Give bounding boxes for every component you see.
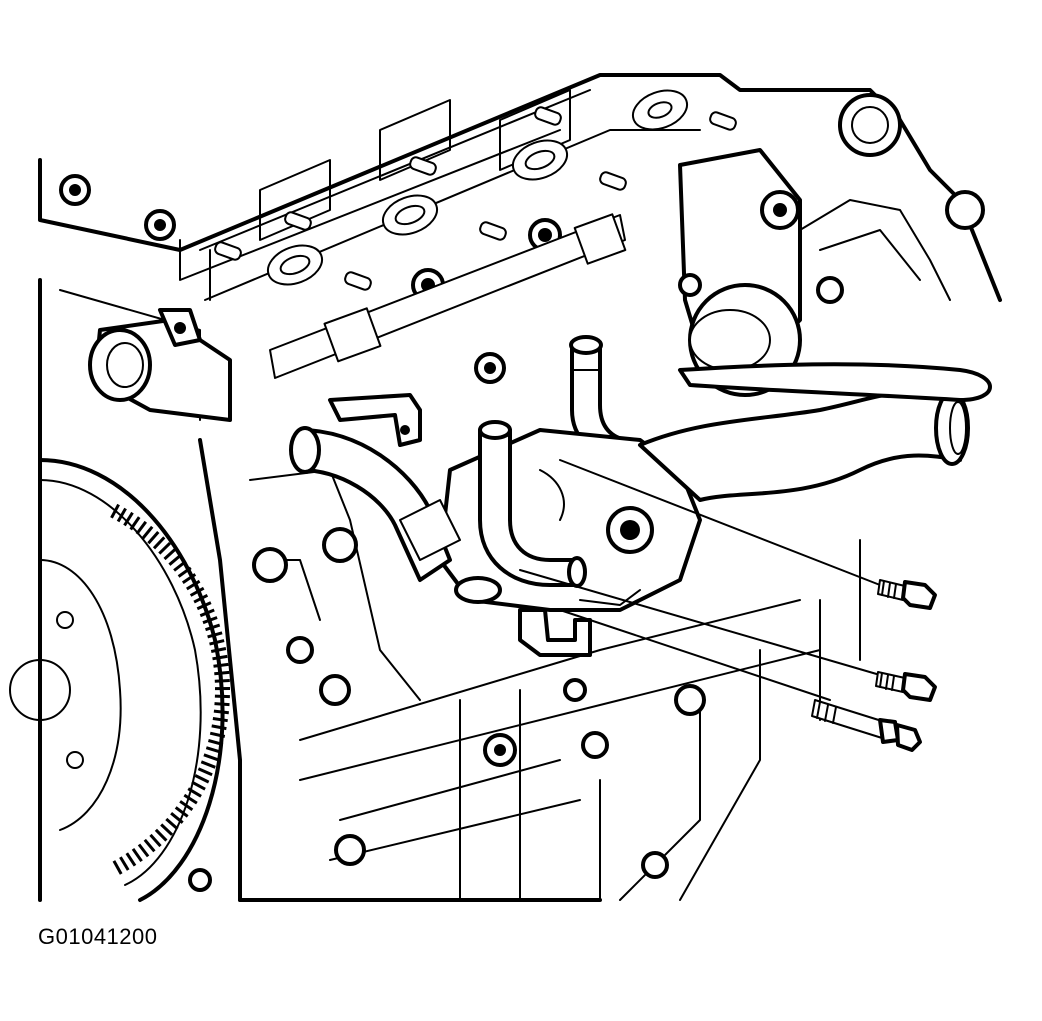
ring-gear-tooth <box>210 647 227 653</box>
manifold-studs <box>214 106 737 291</box>
ring-gear-tooth <box>160 823 174 836</box>
ring-gear-tooth <box>179 800 194 812</box>
coolant-crossover-pipe <box>289 393 461 582</box>
front-cover <box>678 93 985 397</box>
cylinder-head <box>38 73 1002 902</box>
engine-block <box>188 438 861 902</box>
ring-gear-tooth <box>208 739 224 746</box>
ring-gear-tooth <box>174 806 189 818</box>
flywheel <box>9 458 225 902</box>
ring-gear-tooth <box>209 639 225 646</box>
ring-gear-tooth <box>125 852 137 867</box>
bolt <box>877 579 937 610</box>
ring-gear-tooth <box>181 573 197 584</box>
ring-gear-tooth <box>214 702 230 707</box>
ring-gear-tooth <box>191 780 206 791</box>
ring-gear-tooth <box>123 511 134 527</box>
ring-gear-tooth <box>212 654 228 661</box>
ring-gear-tooth <box>196 601 212 611</box>
ring-gear-tooth <box>205 746 222 754</box>
ring-gear-tooth <box>213 662 229 668</box>
ring-gear-tooth <box>168 553 182 566</box>
ring-gear-tooth <box>116 507 127 523</box>
ring-gear-tooth <box>170 812 184 824</box>
ring-gear-tooth <box>147 531 160 545</box>
ring-gear-tooth <box>129 516 141 531</box>
ring-gear-tooth <box>197 767 213 777</box>
ring-gear-tooth <box>149 833 162 848</box>
ring-gear-tooth <box>110 503 120 519</box>
ring-gear-tooth <box>213 709 229 715</box>
ring-gear-tooth <box>173 560 187 572</box>
ring-gear-tooth <box>212 717 228 723</box>
ring-gear-tooth <box>131 848 143 863</box>
water-pump-bolts <box>811 579 937 752</box>
figure-code: G01041200 <box>38 924 158 949</box>
coolant-inlet-pipe <box>638 362 992 502</box>
ring-gear-tooth <box>135 520 148 535</box>
ring-gear-tooth <box>214 670 230 676</box>
bolt <box>875 671 937 702</box>
fuel-rail <box>269 213 627 379</box>
flywheel-ring-gear <box>110 503 231 875</box>
ring-gear-tooth <box>187 787 202 798</box>
bypass-tube <box>478 420 587 588</box>
ring-gear-tooth <box>214 694 230 699</box>
ring-gear-tooth <box>214 679 230 683</box>
bolt <box>811 699 922 752</box>
cylinder-head-ports <box>266 89 689 286</box>
ring-gear-tooth <box>119 856 130 871</box>
ring-gear-tooth <box>194 774 210 784</box>
hose-bracket <box>518 608 592 657</box>
ring-gear-tooth <box>143 838 156 853</box>
ring-gear-tooth <box>202 616 218 625</box>
thermostat-housing <box>88 308 232 422</box>
ring-gear-tooth <box>207 631 223 639</box>
ring-gear-tooth <box>205 623 221 632</box>
ring-gear-tooth <box>186 579 201 591</box>
ring-gear-tooth <box>137 843 150 858</box>
ring-gear-tooth <box>165 817 179 831</box>
ring-gear-tooth <box>189 586 205 597</box>
ring-gear-tooth <box>112 860 123 875</box>
ring-gear-tooth <box>152 536 166 550</box>
ring-gear-tooth <box>177 566 192 578</box>
ring-gear-tooth <box>163 547 177 561</box>
ring-gear-tooth <box>211 724 227 731</box>
ring-gear-tooth <box>154 828 168 842</box>
bolt-alignment-lines <box>519 459 881 701</box>
ring-gear-tooth <box>183 793 198 805</box>
ring-gear-tooth <box>158 542 172 555</box>
ring-gear-tooth <box>141 525 154 540</box>
ring-gear-tooth <box>193 593 209 604</box>
ring-gear-tooth <box>199 608 215 618</box>
ring-gear-tooth <box>209 731 226 738</box>
ring-gear-tooth <box>203 753 219 762</box>
ring-gear-tooth <box>200 760 216 769</box>
